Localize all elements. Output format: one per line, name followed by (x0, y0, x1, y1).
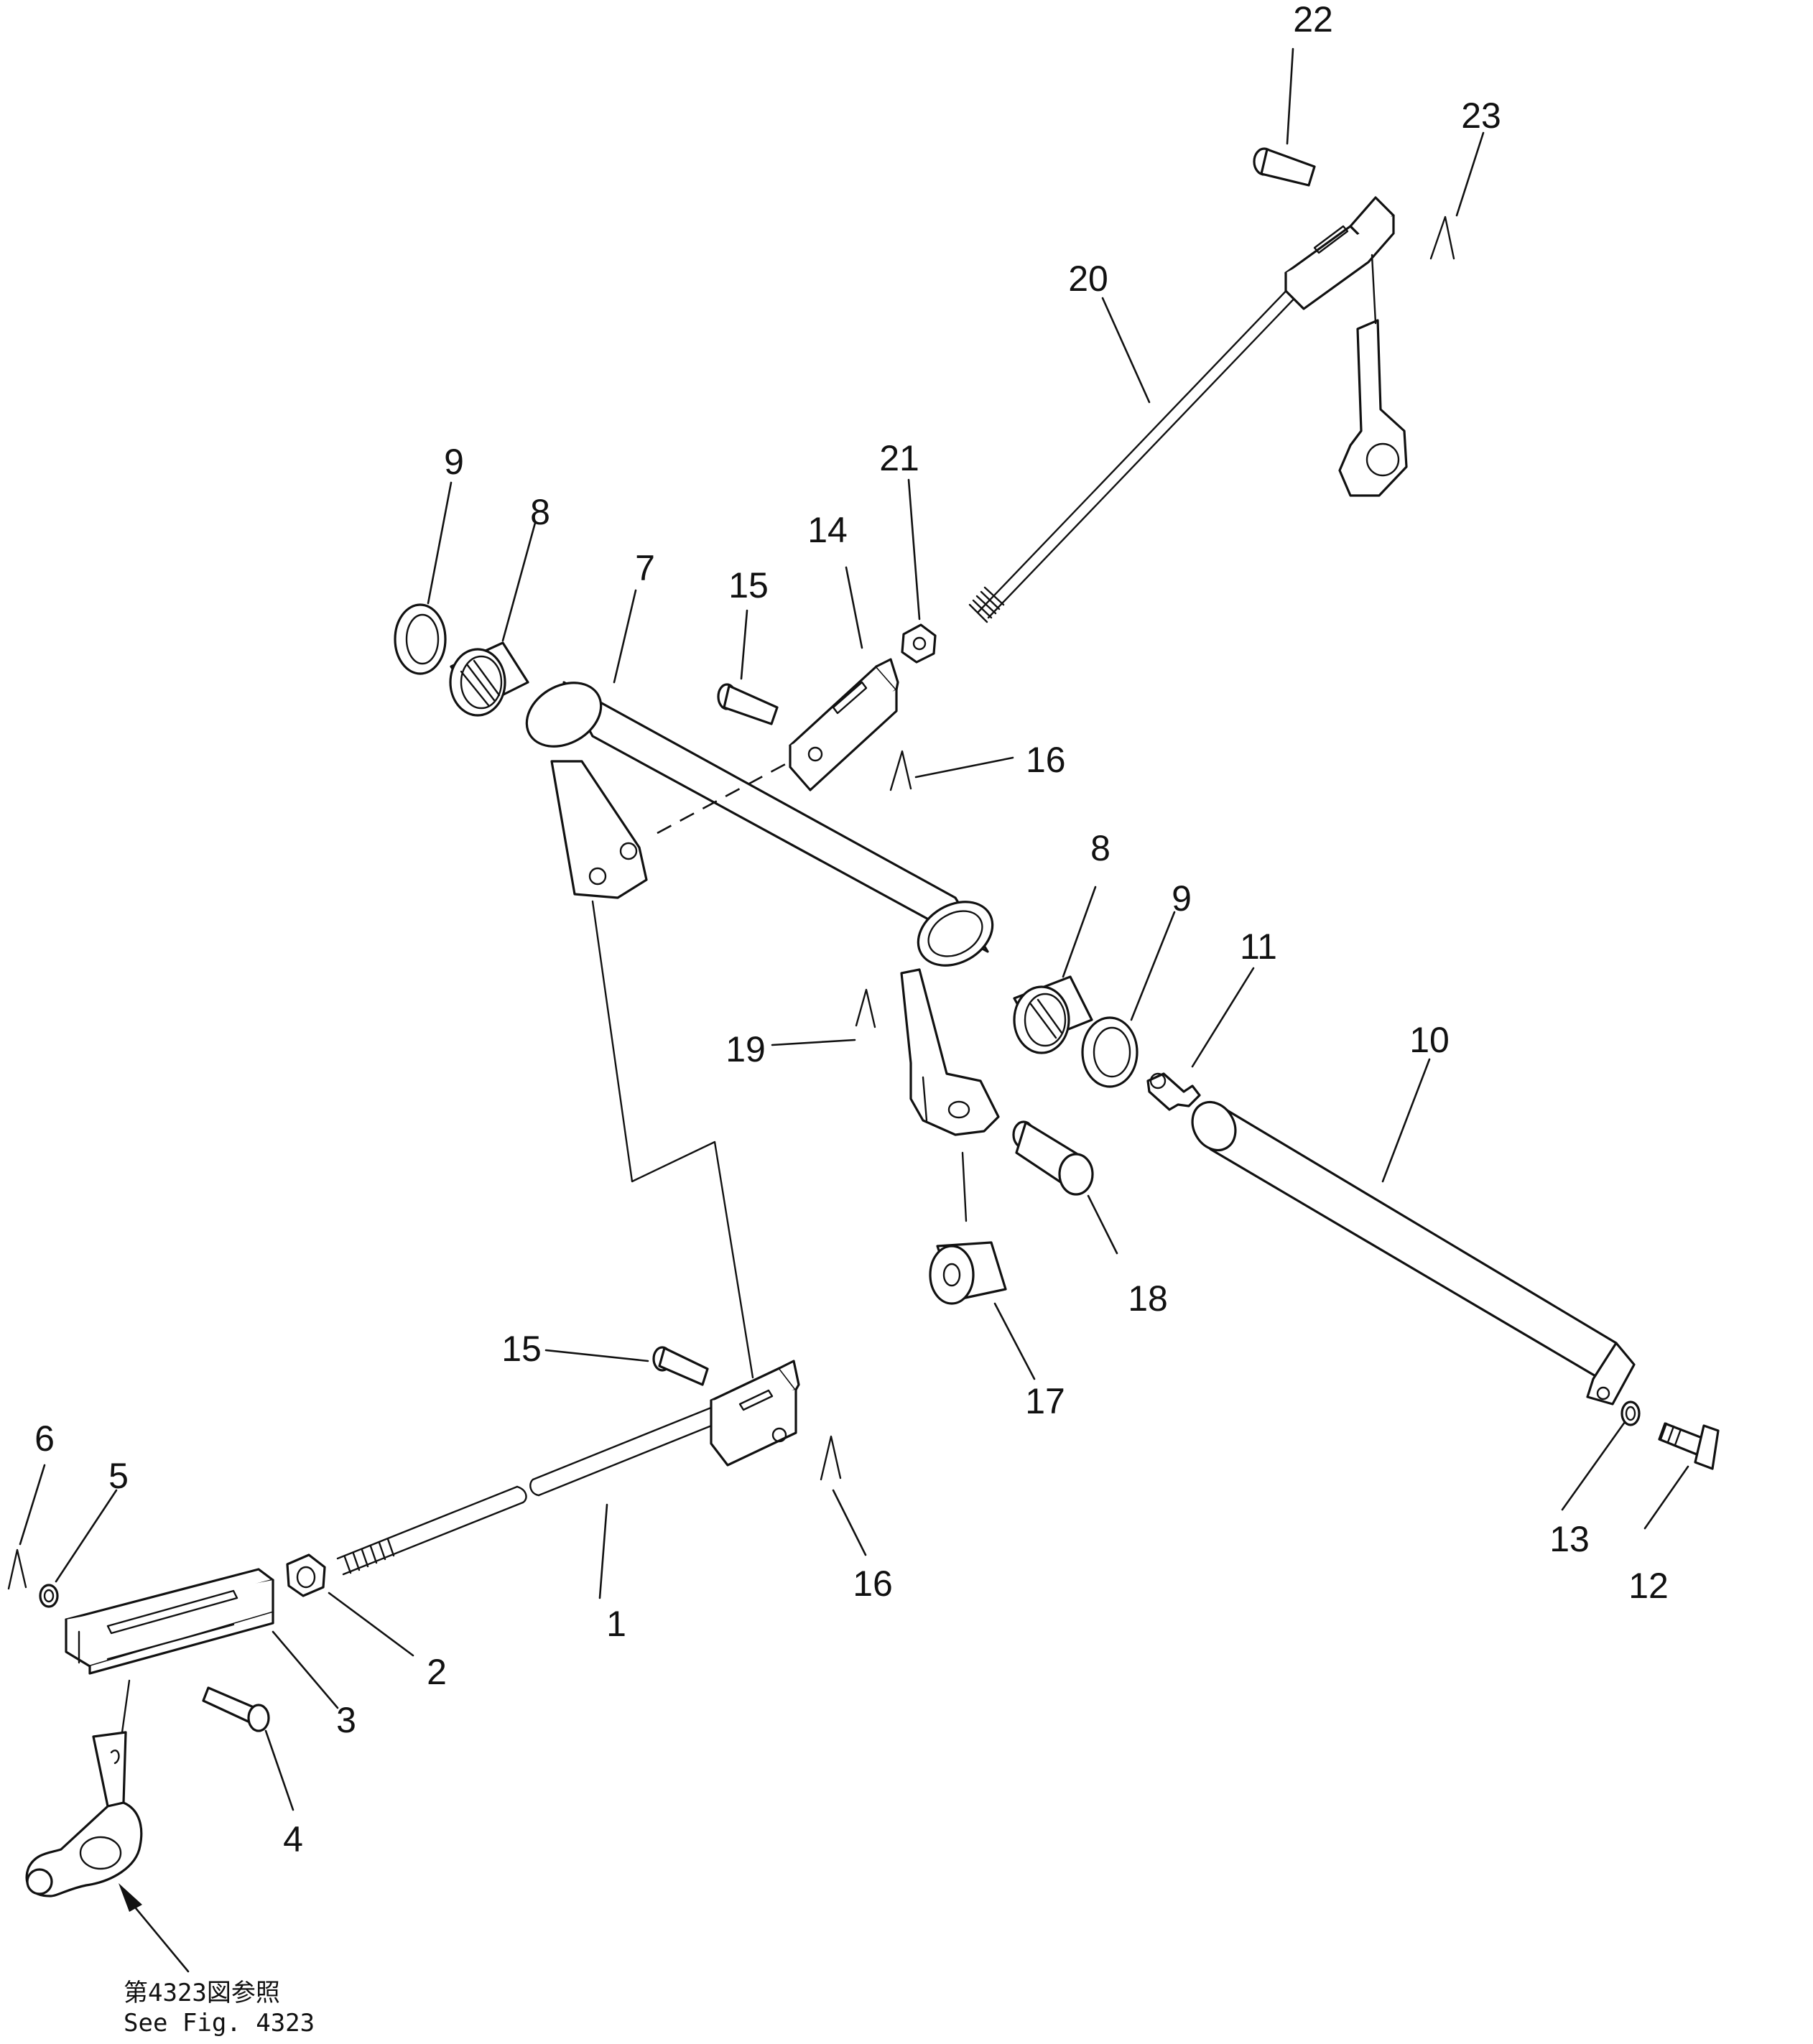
reference-note-english: See Fig. 4323 (124, 2009, 315, 2038)
callout-14: 14 (807, 510, 848, 550)
part-15-pin-top (717, 683, 779, 725)
callout-8-right: 8 (1090, 828, 1110, 868)
callout-4: 4 (283, 1819, 303, 1859)
callout-1: 1 (606, 1604, 626, 1644)
part-1-rod (336, 1360, 800, 1576)
connector-line (591, 900, 754, 1379)
part-5-washer (39, 1584, 59, 1608)
callout-19: 19 (725, 1029, 766, 1069)
callout-16-bottom: 16 (853, 1564, 893, 1604)
part-16-cotter-top (889, 750, 912, 791)
part-22-pin (1253, 147, 1316, 187)
callout-9-left: 9 (444, 442, 464, 482)
callout-15-bottom: 15 (501, 1329, 542, 1369)
callout-7: 7 (635, 548, 655, 588)
part-17-roller (929, 1241, 1007, 1305)
part-9-seal-left (394, 603, 447, 675)
leader-lines (19, 47, 1689, 1811)
callout-13: 13 (1549, 1519, 1590, 1559)
callout-16-top: 16 (1026, 740, 1066, 780)
callout-15-top: 15 (728, 565, 769, 605)
callout-8-left: 8 (530, 492, 550, 532)
callout-2: 2 (427, 1652, 447, 1692)
part-12-bolt (1658, 1422, 1720, 1470)
part-6-cotter (7, 1548, 27, 1590)
center-line (657, 756, 798, 835)
callout-22: 22 (1293, 0, 1333, 40)
part-10-shaft (1191, 1101, 1636, 1406)
lever-arm-bottom (25, 1679, 143, 1897)
callout-labels: 22 23 20 21 14 15 16 9 8 7 8 9 11 10 19 … (34, 0, 1669, 1859)
part-16-cotter-bottom (820, 1435, 842, 1481)
part-13-washer (1620, 1400, 1641, 1426)
reference-arrow (119, 1883, 190, 1973)
reference-note-japanese: 第4323図参照 (124, 1979, 280, 2007)
part-4-pin (202, 1686, 270, 1732)
callout-6: 6 (34, 1418, 55, 1459)
part-20-rod-assembly (968, 196, 1408, 623)
callout-9-right: 9 (1172, 878, 1192, 919)
part-21-nut (901, 623, 937, 664)
callout-23: 23 (1461, 96, 1501, 136)
part-23-cotter-pin (1429, 215, 1455, 260)
part-7-lever-shaft (525, 681, 1000, 1136)
callout-21: 21 (879, 438, 919, 478)
alignment-line (961, 1151, 968, 1222)
part-9-seal-right (1081, 1016, 1139, 1088)
part-14-clevis (789, 658, 899, 791)
part-18-pin (1012, 1120, 1094, 1196)
callout-5: 5 (108, 1456, 129, 1496)
part-3-slotted-clevis (65, 1568, 274, 1675)
part-8-bearing-right (1013, 975, 1093, 1054)
part-11-grease-fitting (1146, 1072, 1201, 1111)
callout-10: 10 (1409, 1020, 1450, 1060)
part-8-bearing-left (449, 641, 529, 717)
callout-11: 11 (1240, 926, 1277, 967)
part-19-cotter (855, 988, 876, 1028)
part-2-nut (286, 1553, 326, 1597)
part-15-pin-bottom (652, 1346, 709, 1386)
callout-12: 12 (1628, 1566, 1669, 1606)
callout-17: 17 (1025, 1381, 1065, 1421)
callout-18: 18 (1128, 1278, 1168, 1319)
callout-20: 20 (1068, 259, 1108, 299)
callout-3: 3 (336, 1700, 356, 1740)
reference-note: 第4323図参照 See Fig. 4323 (124, 1979, 315, 2038)
